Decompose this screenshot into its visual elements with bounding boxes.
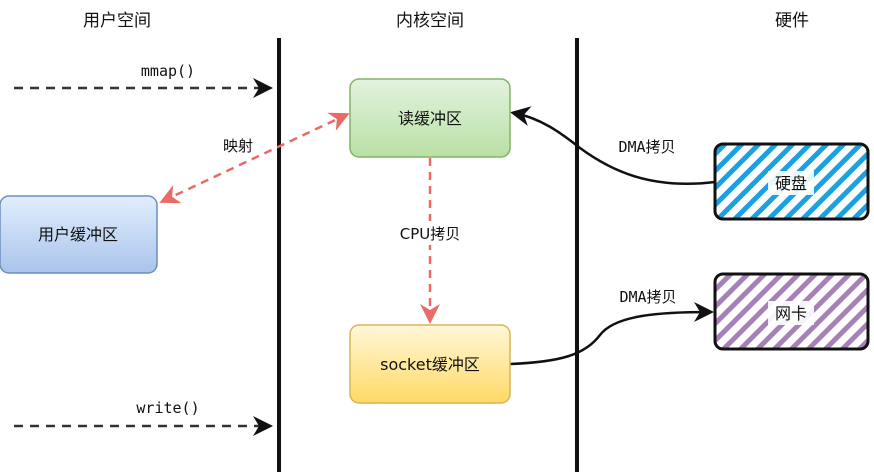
disk-node: 硬盘	[713, 142, 870, 221]
user-buffer-node: 用户缓冲区	[0, 195, 158, 274]
header-hardware: 硬件	[775, 11, 809, 31]
mmap-label: mmap()	[141, 62, 195, 80]
socket-buffer-box	[349, 324, 511, 404]
dma-disk-label-bg	[604, 135, 690, 157]
cpu-copy-label-bg	[388, 221, 472, 245]
nic-label-bg	[768, 301, 814, 325]
socket-buffer-node: socket缓冲区	[349, 324, 511, 404]
socket-buffer-label: socket缓冲区	[380, 355, 480, 374]
mapping-arrow	[159, 112, 350, 204]
nic-label: 网卡	[775, 304, 807, 323]
dma-disk-arrow	[510, 106, 716, 186]
header-user-space: 用户空间	[83, 11, 151, 31]
header-kernel-space: 内核空间	[396, 11, 464, 31]
mapping-label: 映射	[223, 137, 253, 155]
read-buffer-node: 读缓冲区	[349, 78, 511, 158]
dma-nic-label: DMA拷贝	[619, 288, 676, 306]
dma-disk-label: DMA拷贝	[618, 138, 675, 156]
user-buffer-box	[0, 195, 158, 274]
dma-nic-arrow	[509, 302, 714, 366]
read-buffer-label: 读缓冲区	[398, 109, 462, 128]
write-label: write()	[136, 399, 199, 417]
cpu-copy-label: CPU拷贝	[400, 225, 461, 243]
read-buffer-box	[349, 78, 511, 158]
nic-node: 网卡	[713, 272, 870, 351]
disk-label-bg	[768, 171, 814, 195]
disk-label: 硬盘	[775, 174, 807, 193]
user-buffer-label: 用户缓冲区	[38, 225, 118, 244]
